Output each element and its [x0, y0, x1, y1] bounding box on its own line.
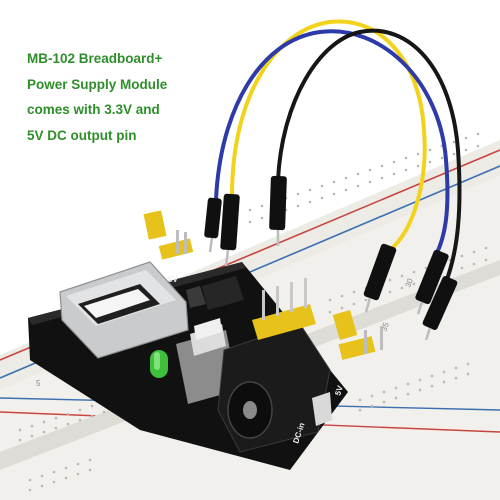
usb-port [59, 261, 189, 359]
product-caption: MB-102 Breadboard+ Power Supply Module c… [27, 46, 277, 148]
left-jumper-label: 5V [168, 275, 178, 284]
blue-wire [214, 29, 450, 264]
right-jumper-header [332, 310, 383, 360]
power-module-pcb: DC-in 5V [28, 210, 383, 470]
wire-pins [208, 230, 432, 341]
caption-line: Power Supply Module [27, 76, 168, 92]
green-led [150, 350, 168, 378]
yellow-wire [230, 19, 427, 252]
rail-number-35: 35 [379, 321, 391, 333]
caption-line: comes with 3.3V and [27, 102, 160, 117]
wire-connectors [204, 175, 458, 330]
pin-header [252, 278, 316, 340]
caption-line: 5V DC output pin [27, 127, 137, 143]
left-jumper-header [143, 210, 194, 260]
right-jumper-label-3v: 3V [365, 376, 377, 389]
dc-barrel-jack [217, 323, 332, 453]
rail-number-5: 5 [36, 379, 41, 388]
caption-line: MB-102 Breadboard+ [27, 51, 163, 66]
black-wire [276, 28, 462, 284]
jumper-wires [214, 19, 462, 284]
rail-number-30: 30 [403, 277, 415, 289]
voltage-regulator [202, 276, 244, 310]
right-jumper-label-5v: 5V [333, 384, 345, 397]
